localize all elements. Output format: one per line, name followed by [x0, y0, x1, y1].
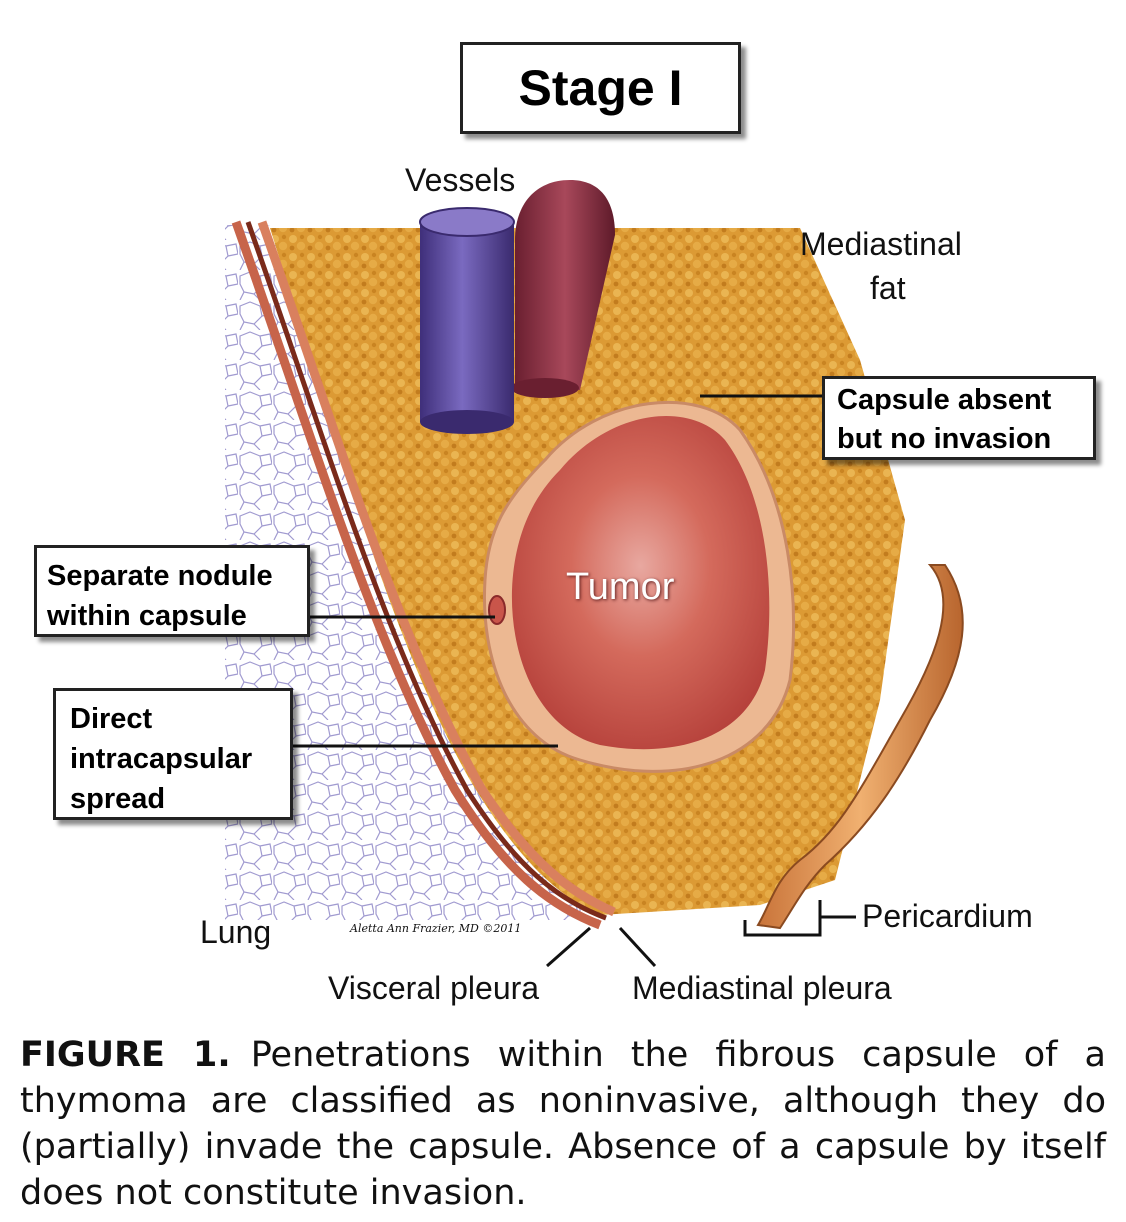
direct-spread-callout: Direct intracapsular spread: [53, 688, 293, 820]
callout-line: Separate nodule: [47, 560, 273, 592]
callout-line: intracapsular: [70, 743, 253, 775]
tumor-mass: [511, 416, 770, 750]
figure-caption: FIGURE 1.Penetrations within the fibrous…: [20, 1032, 1106, 1216]
callout-line: but no invasion: [837, 423, 1052, 455]
mediastinal-pleura-label: Mediastinal pleura: [632, 970, 892, 1006]
lung-label: Lung: [200, 914, 272, 950]
mediastinal-fat-label-line2: fat: [870, 270, 906, 306]
visceral-pleura: [231, 220, 602, 930]
pericardium-label: Pericardium: [862, 898, 1033, 934]
caption-heading: FIGURE 1.: [20, 1035, 231, 1075]
separate-nodule: [488, 595, 506, 625]
callout-line: within capsule: [47, 600, 247, 632]
tumor-label: Tumor: [566, 566, 675, 608]
stage-title: Stage I: [460, 42, 741, 134]
caption-text: Penetrations within the fibrous capsule …: [20, 1035, 1107, 1213]
thymoma-stage-diagram: [225, 180, 964, 968]
separate-nodule-callout: Separate nodule within capsule: [34, 545, 310, 637]
pericardium-layer: [756, 564, 964, 930]
mediastinal-pleura: [257, 220, 616, 917]
callout-line: Direct: [70, 703, 153, 735]
callout-line: spread: [70, 783, 166, 815]
purple-vessel: [420, 222, 514, 422]
red-vessel: [515, 180, 615, 390]
artist-signature: Aletta Ann Frazier, MD ©2011: [350, 922, 522, 935]
capsule-absent-callout: Capsule absent but no invasion: [822, 376, 1096, 460]
callout-line: Capsule absent: [837, 384, 1052, 416]
mediastinal-fat-label-line1: Mediastinal: [800, 226, 962, 262]
vessels-label: Vessels: [405, 162, 516, 198]
visceral-pleura-label: Visceral pleura: [328, 970, 540, 1006]
